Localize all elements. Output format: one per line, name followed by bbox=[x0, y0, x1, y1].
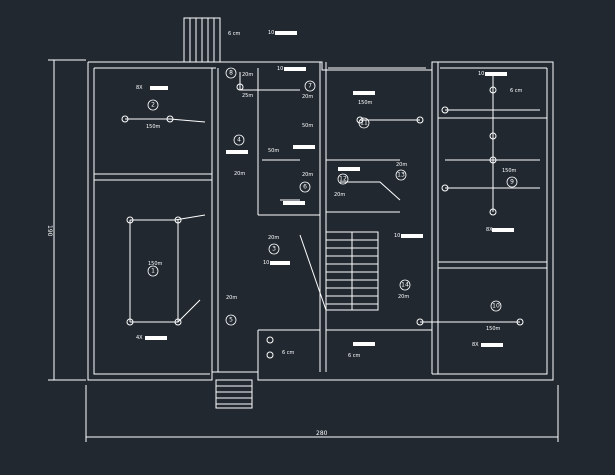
room-area: 150m bbox=[148, 261, 163, 267]
room-area: 20m bbox=[302, 94, 313, 100]
fixture-label: 50m bbox=[302, 123, 313, 129]
fixture-label: 6 cm bbox=[510, 88, 523, 94]
dimension-height: 190 bbox=[46, 225, 53, 237]
room-area: 150m bbox=[486, 326, 501, 332]
room-number: 2 bbox=[151, 102, 155, 109]
fixture-label: 4X bbox=[136, 335, 143, 341]
room-number: 11 bbox=[360, 120, 368, 127]
fixture-label: 8X bbox=[472, 342, 479, 348]
dimension-width: 280 bbox=[316, 430, 328, 437]
fixture-label: 50m bbox=[268, 148, 279, 154]
room-number: 5 bbox=[229, 317, 233, 324]
bottom-stair bbox=[215, 379, 253, 409]
room-number: 8 bbox=[229, 70, 233, 77]
fixture-label: 10 bbox=[478, 71, 484, 77]
room-number: 9 bbox=[510, 179, 514, 186]
fixture-label: 8X bbox=[136, 85, 143, 91]
room-area: 150m bbox=[502, 168, 517, 174]
room-number: 14 bbox=[401, 282, 409, 289]
light-fixture bbox=[121, 115, 129, 123]
room-area: 20m bbox=[226, 295, 237, 301]
room-area: 150m bbox=[146, 124, 161, 130]
room-area: 20m bbox=[234, 171, 245, 177]
room-area: 150m bbox=[358, 100, 373, 106]
fixture-label: 10 bbox=[268, 30, 274, 36]
room-number: 6 bbox=[303, 184, 307, 191]
room-area: 20m bbox=[302, 172, 313, 178]
room-number: 12 bbox=[339, 176, 347, 183]
fixture-label: 25m bbox=[242, 93, 253, 99]
fixture-label: 6 cm bbox=[282, 350, 295, 356]
fixture-label: 10 bbox=[394, 233, 400, 239]
fixture-label: 8X bbox=[486, 227, 493, 233]
room-area: 20m bbox=[396, 162, 407, 168]
outer-wall-inner bbox=[93, 68, 210, 375]
room-number: 4 bbox=[237, 137, 241, 144]
room-number: 1 bbox=[151, 268, 155, 275]
fixture-label: 6 cm bbox=[348, 353, 361, 359]
fixture-tag bbox=[275, 31, 297, 35]
wiring bbox=[125, 118, 206, 123]
room-number: 3 bbox=[272, 246, 276, 253]
fixture-label: 10 bbox=[277, 66, 283, 72]
fixture-label: 10 bbox=[263, 260, 269, 266]
room-area: 20m bbox=[398, 294, 409, 300]
room-number: 13 bbox=[397, 172, 405, 179]
room-number: 10 bbox=[492, 303, 500, 310]
room-area: 20m bbox=[334, 192, 345, 198]
room-area: 20m bbox=[242, 72, 253, 78]
fixture-label: 6 cm bbox=[228, 31, 241, 37]
outer-wall-inner-right bbox=[432, 68, 548, 375]
room-area: 20m bbox=[268, 235, 279, 241]
outer-wall bbox=[87, 61, 554, 381]
room-number: 7 bbox=[308, 83, 312, 90]
